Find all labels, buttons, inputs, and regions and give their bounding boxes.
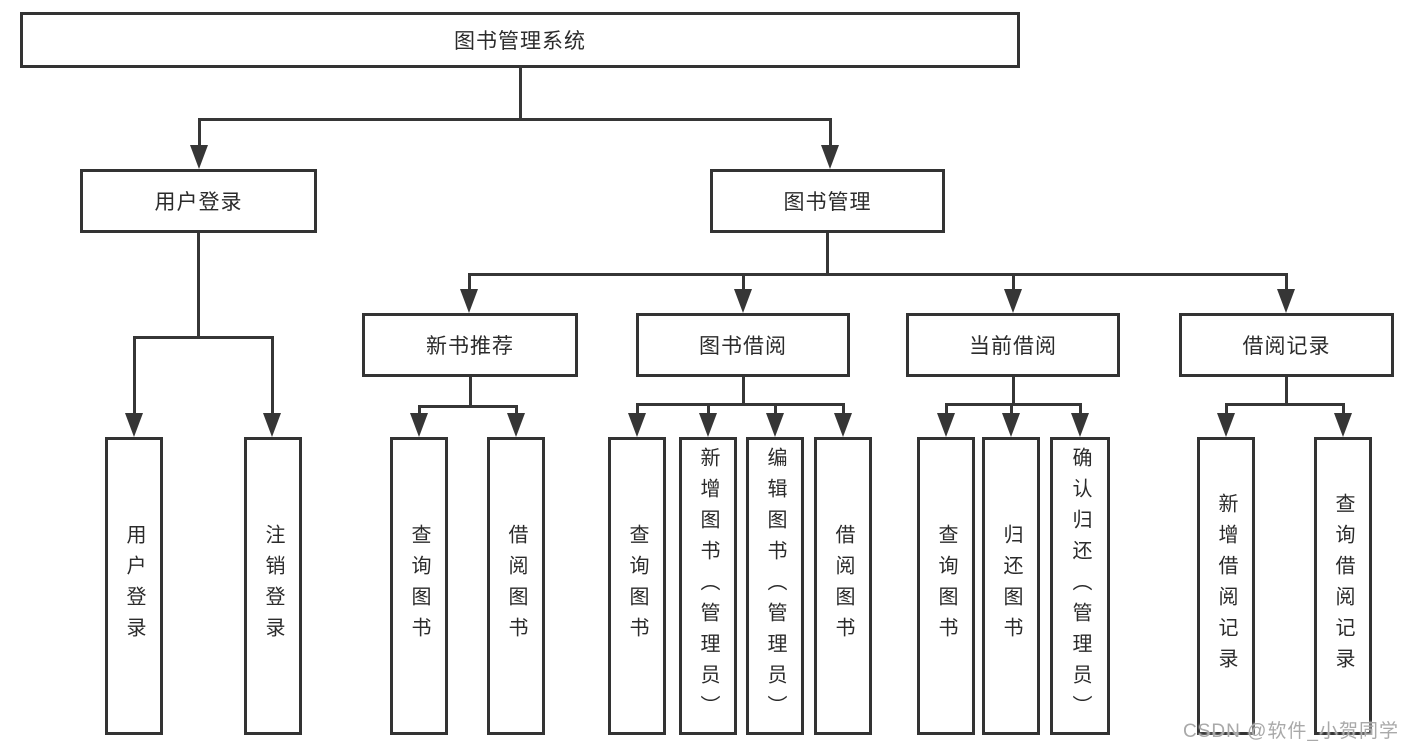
connector-line	[742, 273, 745, 295]
node-leaf-borrow-books-1-label: 借阅图书	[505, 524, 527, 648]
connector-line	[418, 405, 518, 408]
connector-line	[1285, 377, 1288, 403]
node-leaf-return-books: 归还图书	[982, 437, 1040, 735]
node-leaf-query-books-3-label: 查询图书	[935, 524, 957, 648]
csdn-watermark: CSDN @软件_小贺同学	[1183, 721, 1399, 742]
node-new-book-recommend: 新书推荐	[362, 313, 578, 377]
node-leaf-query-books-2-label: 查询图书	[626, 524, 648, 648]
arrow-down-icon	[1277, 289, 1295, 313]
node-leaf-add-books-admin-label: 新增图书（管理员）	[697, 446, 719, 726]
node-root: 图书管理系统	[20, 12, 1020, 68]
node-leaf-confirm-return-admin-label: 确认归还（管理员）	[1069, 446, 1091, 726]
connector-line	[133, 336, 274, 339]
connector-line	[515, 405, 518, 415]
connector-line	[271, 336, 274, 416]
connector-line	[1342, 403, 1345, 415]
node-leaf-add-borrow-record-label: 新增借阅记录	[1215, 493, 1237, 679]
node-current-borrow: 当前借阅	[906, 313, 1120, 377]
arrow-down-icon	[766, 413, 784, 437]
node-leaf-query-books-1: 查询图书	[390, 437, 448, 735]
node-borrow-records: 借阅记录	[1179, 313, 1394, 377]
arrow-down-icon	[734, 289, 752, 313]
connector-line	[1010, 403, 1013, 415]
arrow-down-icon	[1071, 413, 1089, 437]
arrow-down-icon	[125, 413, 143, 437]
node-leaf-user-login-label: 用户登录	[123, 524, 145, 648]
connector-line	[468, 273, 1287, 276]
arrow-down-icon	[628, 413, 646, 437]
connector-line	[1225, 403, 1228, 415]
node-book-management: 图书管理	[710, 169, 945, 233]
node-leaf-add-borrow-record: 新增借阅记录	[1197, 437, 1255, 735]
connector-line	[198, 118, 201, 150]
node-leaf-add-books-admin: 新增图书（管理员）	[679, 437, 737, 735]
node-user-login: 用户登录	[80, 169, 317, 233]
arrow-down-icon	[1217, 413, 1235, 437]
node-new-book-recommend-label: 新书推荐	[426, 335, 514, 358]
arrow-down-icon	[263, 413, 281, 437]
node-current-borrow-label: 当前借阅	[969, 335, 1057, 358]
arrow-down-icon	[1002, 413, 1020, 437]
connector-line	[197, 233, 200, 336]
arrow-down-icon	[410, 413, 428, 437]
node-leaf-return-books-label: 归还图书	[1000, 524, 1022, 648]
connector-line	[1225, 403, 1345, 406]
connector-line	[418, 405, 421, 415]
node-leaf-query-books-3: 查询图书	[917, 437, 975, 735]
node-leaf-query-borrow-record-label: 查询借阅记录	[1332, 493, 1354, 679]
connector-line	[945, 403, 1081, 406]
node-book-borrow-label: 图书借阅	[699, 335, 787, 358]
node-leaf-query-borrow-record: 查询借阅记录	[1314, 437, 1372, 735]
node-leaf-query-books-2: 查询图书	[608, 437, 666, 735]
connector-line	[198, 118, 832, 121]
connector-line	[842, 403, 845, 415]
node-user-login-label: 用户登录	[154, 191, 243, 214]
arrow-down-icon	[834, 413, 852, 437]
arrow-down-icon	[699, 413, 717, 437]
connector-line	[945, 403, 948, 415]
node-leaf-query-books-1-label: 查询图书	[408, 524, 430, 648]
connector-line	[636, 403, 639, 415]
connector-line	[468, 273, 471, 295]
arrow-down-icon	[1334, 413, 1352, 437]
connector-line	[133, 336, 136, 416]
arrow-down-icon	[1004, 289, 1022, 313]
arrow-down-icon	[460, 289, 478, 313]
node-leaf-logout: 注销登录	[244, 437, 302, 735]
connector-line	[826, 233, 829, 273]
node-leaf-borrow-books-1: 借阅图书	[487, 437, 545, 735]
arrow-down-icon	[937, 413, 955, 437]
connector-line	[636, 403, 844, 406]
node-leaf-confirm-return-admin: 确认归还（管理员）	[1050, 437, 1110, 735]
connector-line	[1079, 403, 1082, 415]
node-book-management-label: 图书管理	[783, 191, 872, 214]
connector-line	[829, 118, 832, 150]
connector-line	[707, 403, 710, 415]
node-root-label: 图书管理系统	[454, 30, 586, 53]
node-leaf-logout-label: 注销登录	[262, 524, 284, 648]
connector-line	[742, 377, 745, 403]
node-leaf-edit-books-admin: 编辑图书（管理员）	[746, 437, 804, 735]
node-leaf-borrow-books-2-label: 借阅图书	[832, 524, 854, 648]
arrow-down-icon	[190, 145, 208, 169]
node-leaf-user-login: 用户登录	[105, 437, 163, 735]
arrow-down-icon	[507, 413, 525, 437]
node-book-borrow: 图书借阅	[636, 313, 850, 377]
connector-line	[1012, 377, 1015, 403]
connector-line	[1012, 273, 1015, 295]
connector-line	[774, 403, 777, 415]
node-leaf-borrow-books-2: 借阅图书	[814, 437, 872, 735]
connector-line	[519, 66, 522, 118]
connector-line	[1285, 273, 1288, 295]
node-leaf-edit-books-admin-label: 编辑图书（管理员）	[764, 446, 786, 726]
arrow-down-icon	[821, 145, 839, 169]
connector-line	[469, 377, 472, 405]
node-borrow-records-label: 借阅记录	[1242, 335, 1331, 358]
